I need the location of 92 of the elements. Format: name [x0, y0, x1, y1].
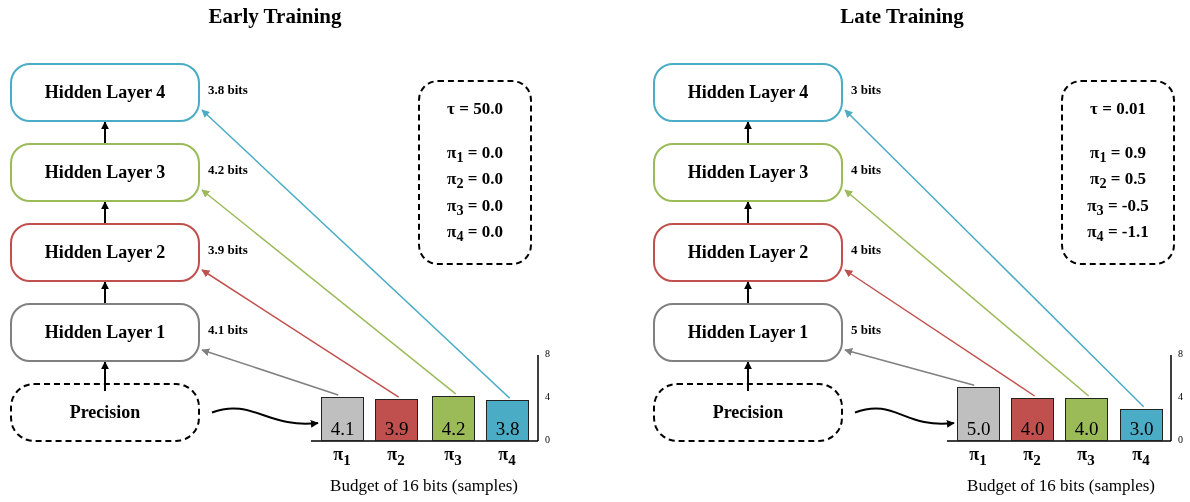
dashed-box [10, 383, 200, 442]
bar-axis-label: π$_{4}$ [1132, 444, 1150, 469]
arrow [201, 109, 511, 399]
bar-axis-label: π$_{2}$ [1023, 444, 1041, 469]
box-label: Hidden Layer 4 [44, 82, 166, 103]
bar [1065, 398, 1108, 441]
bar-value: 3.8 [495, 418, 520, 440]
bar-value: 3.9 [384, 418, 409, 440]
bit-width-label: 3.9 bits [208, 242, 248, 258]
panel-title: Early Training [208, 4, 342, 29]
box-label: Hidden Layer 2 [687, 242, 809, 263]
box-label: Precision [712, 402, 784, 423]
bit-width-label: 4 bits [851, 162, 881, 178]
box-label: Hidden Layer 3 [44, 162, 166, 183]
tick-label: 8 [1178, 348, 1183, 359]
box-label: Hidden Layer 2 [44, 242, 166, 263]
parameter-value: π$_{1}$ = 0.9 [1090, 141, 1146, 168]
parameter-value: π$_{2}$ = 0.0 [447, 168, 503, 194]
arrow [101, 281, 109, 304]
layer-box [10, 303, 200, 362]
tick-label: 4 [545, 391, 550, 402]
arrow [744, 201, 752, 224]
bar-value: 3.0 [1129, 418, 1154, 440]
arrow [101, 361, 109, 392]
arrow [101, 121, 109, 144]
bar-axis-label: π$_{2}$ [387, 444, 405, 469]
parameter-value: π$_{4}$ = 0.0 [447, 220, 503, 247]
parameter-box [418, 80, 532, 265]
axis-caption: Budget of 16 bits (samples) [330, 476, 518, 496]
temperature-value: τ = 50.0 [447, 97, 503, 120]
panel-title: Late Training [840, 4, 964, 29]
arrow [201, 348, 339, 396]
layer-box [10, 143, 200, 202]
bar [375, 399, 418, 441]
bar-axis-label: π$_{3}$ [444, 444, 462, 469]
bar-value: 5.0 [966, 418, 991, 440]
arrow [744, 281, 752, 304]
parameter-value: π$_{3}$ = -0.5 [1087, 194, 1149, 220]
bar [1120, 408, 1163, 441]
parameter-value: π$_{3}$ = 0.0 [447, 194, 503, 220]
bar [432, 395, 475, 441]
bit-width-label: 3.8 bits [208, 82, 248, 98]
arrow [844, 269, 1036, 397]
bar-value: 4.1 [330, 418, 355, 440]
arrow [844, 109, 1145, 408]
box-label: Hidden Layer 3 [687, 162, 809, 183]
arrow [854, 407, 955, 428]
box-label: Hidden Layer 4 [687, 82, 809, 103]
bar-value: 4.0 [1020, 418, 1045, 440]
arrow [744, 121, 752, 144]
arrow [744, 361, 752, 392]
parameter-value: π$_{2}$ = 0.5 [1090, 168, 1146, 194]
layer-box [653, 63, 843, 122]
parameter-box [1061, 80, 1175, 265]
bar [486, 400, 529, 441]
tick-label: 0 [1178, 434, 1183, 445]
arrow [101, 201, 109, 224]
arrow [201, 189, 457, 395]
temperature-value: τ = 0.01 [1090, 97, 1146, 120]
box-label: Hidden Layer 1 [687, 322, 809, 343]
layer-box [653, 303, 843, 362]
arrow [844, 189, 1090, 397]
axis-caption: Budget of 16 bits (samples) [967, 476, 1155, 496]
bar-value: 4.0 [1074, 418, 1099, 440]
layer-box [10, 63, 200, 122]
layer-box [653, 143, 843, 202]
tick-label: 8 [545, 348, 550, 359]
bar-axis-label: π$_{3}$ [1077, 444, 1095, 469]
layer-box [10, 223, 200, 282]
bit-width-label: 5 bits [851, 322, 881, 338]
tick-label: 4 [1178, 391, 1183, 402]
bit-width-label: 4.2 bits [208, 162, 248, 178]
bar-value: 4.2 [441, 418, 466, 440]
box-label: Precision [69, 402, 141, 423]
layer-box [653, 223, 843, 282]
bar [957, 387, 1000, 441]
bar-axis-label: π$_{1}$ [333, 444, 351, 469]
bar [321, 396, 364, 441]
parameter-value: π$_{4}$ = -1.1 [1087, 220, 1149, 247]
bar [1011, 398, 1054, 441]
box-label: Hidden Layer 1 [44, 322, 166, 343]
bar-axis-label: π$_{4}$ [498, 444, 516, 469]
tick-label: 0 [545, 434, 550, 445]
parameter-value: π$_{1}$ = 0.0 [447, 141, 503, 168]
bit-width-label: 4 bits [851, 242, 881, 258]
arrow [844, 348, 975, 386]
arrow [201, 269, 400, 398]
bar-axis-label: π$_{1}$ [969, 444, 987, 469]
arrow [211, 407, 319, 428]
bit-width-label: 3 bits [851, 82, 881, 98]
dashed-box [653, 383, 843, 442]
bit-width-label: 4.1 bits [208, 322, 248, 338]
